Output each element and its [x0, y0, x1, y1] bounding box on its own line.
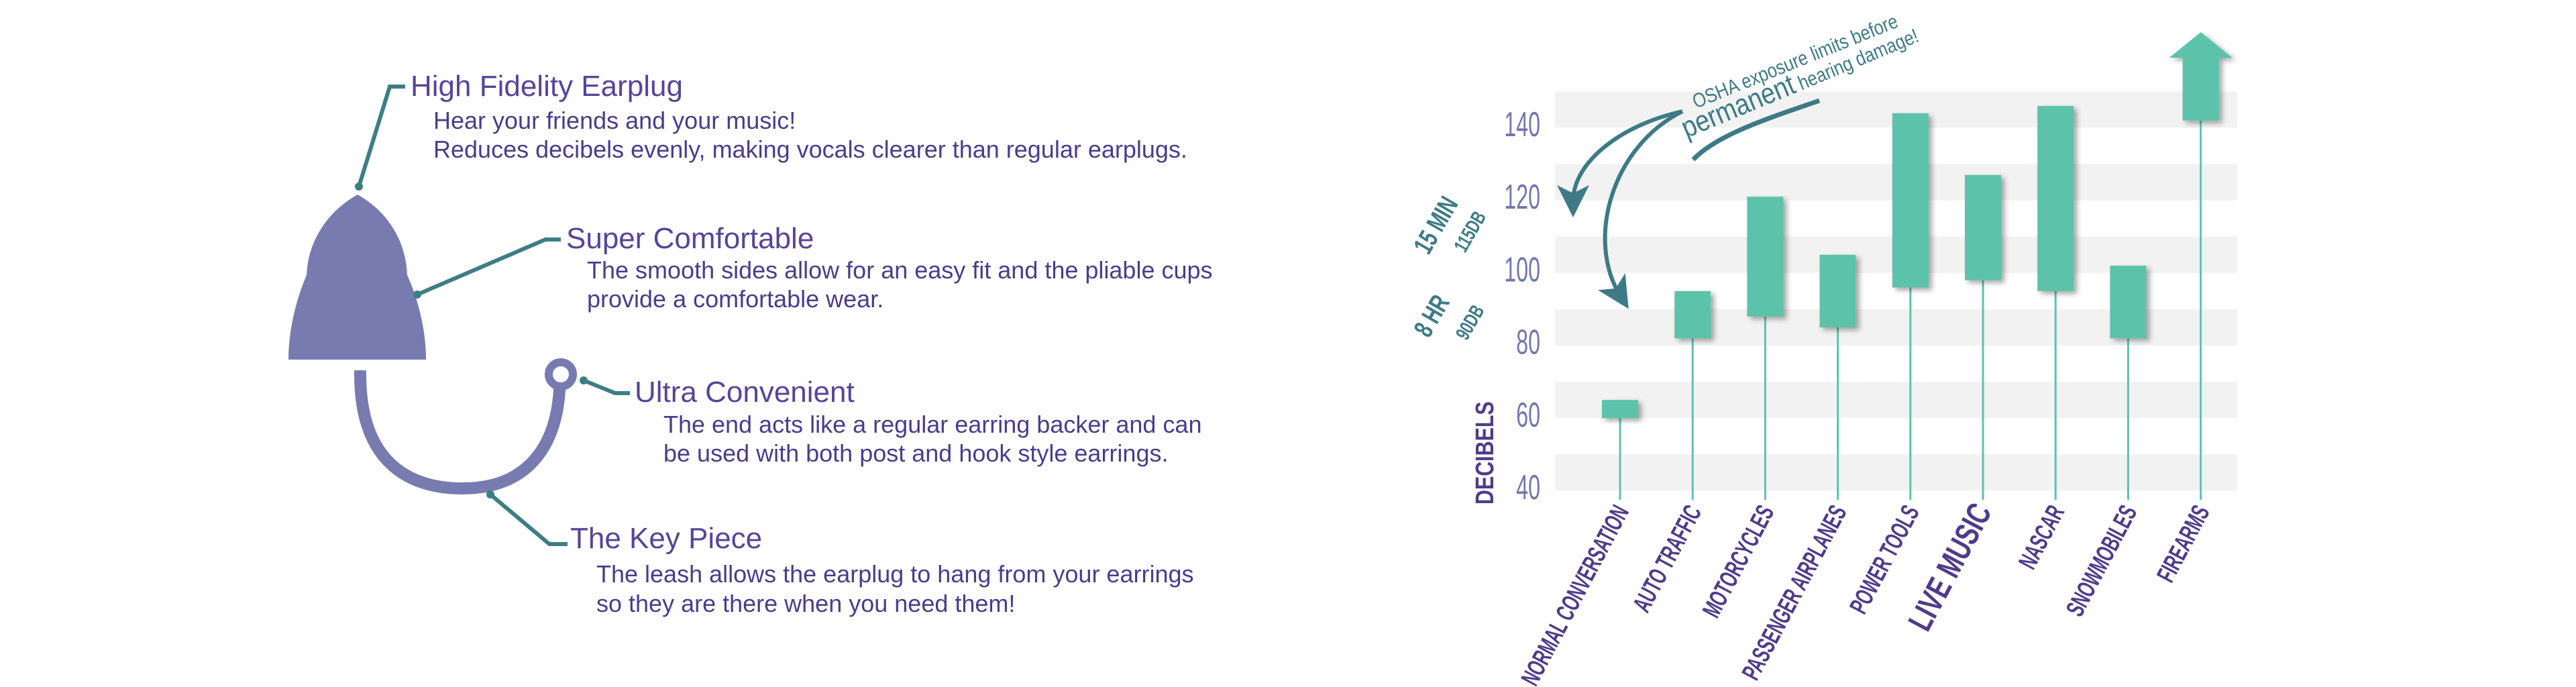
earplug-leash	[354, 370, 566, 495]
feature-desc-convenient: The end acts like a regular earring back…	[663, 410, 1201, 468]
y-tick-label: 40	[1516, 468, 1540, 507]
feature-desc-high-fidelity: Hear your friends and your music! Reduce…	[433, 106, 1187, 164]
feature-title-comfortable: Super Comfortable	[566, 222, 814, 255]
category-label: MOTORCYCLES	[1697, 500, 1780, 623]
callout-dot	[355, 182, 363, 191]
exposure-time-label: 8 HR	[1409, 290, 1456, 341]
y-tick-label: 60	[1516, 396, 1540, 435]
category-label: NORMAL CONVERSATION	[1515, 500, 1635, 687]
y-tick-label: 100	[1504, 251, 1540, 290]
desc-line: The smooth sides allow for an easy fit a…	[587, 256, 1213, 284]
callout-lines	[357, 85, 630, 546]
y-tick-label: 120	[1504, 178, 1540, 217]
category-label: SNOWMOBILES	[2060, 500, 2143, 621]
desc-line: be used with both post and hook style ea…	[663, 439, 1169, 467]
category-label: FIREARMS	[2151, 500, 2215, 587]
annotation-underline	[1691, 98, 1821, 162]
desc-line: Reduces decibels evenly, making vocals c…	[433, 136, 1187, 163]
range-bar	[1674, 290, 1711, 339]
desc-line: Hear your friends and your music!	[433, 107, 796, 134]
y-tick-label: 80	[1516, 323, 1540, 362]
callout-dot	[413, 290, 421, 299]
desc-line: The end acts like a regular earring back…	[663, 411, 1202, 438]
desc-line: The leash allows the earplug to hang fro…	[596, 560, 1194, 588]
range-bar	[2110, 265, 2147, 339]
range-bar	[1965, 174, 2001, 280]
earplug-top-dome	[307, 195, 407, 278]
category-label: AUTO TRAFFIC	[1627, 500, 1707, 617]
category-label: NASCAR	[2012, 500, 2070, 574]
firearms-arrow-bar	[2169, 32, 2233, 121]
y-axis-label: DECIBELS	[1471, 401, 1499, 505]
exposure-db-label: 90DB	[1452, 302, 1489, 344]
feature-desc-comfortable: The smooth sides allow for an easy fit a…	[587, 256, 1213, 313]
range-bar	[1892, 113, 1929, 288]
feature-title-high-fidelity: High Fidelity Earplug	[411, 70, 683, 103]
range-bar	[1602, 400, 1638, 419]
feature-title-convenient: Ultra Convenient	[635, 376, 855, 409]
callout-dot	[580, 376, 588, 384]
callout-dot	[486, 490, 494, 498]
feature-desc-key-piece: The leash allows the earplug to hang fro…	[596, 560, 1194, 619]
grid-band	[1555, 382, 2237, 419]
earplug-bell	[288, 275, 426, 360]
arrow-to-115	[1557, 109, 1683, 217]
range-bar	[2037, 105, 2074, 291]
feature-title-key-piece: The Key Piece	[570, 522, 763, 555]
arrow-to-90	[1597, 109, 1684, 309]
grid-band	[1555, 454, 2237, 491]
exposure-time-label: 15 MIN	[1408, 192, 1464, 259]
leash-ring	[545, 358, 577, 390]
desc-line: so they are there when you need them!	[596, 590, 1016, 617]
y-tick-label: 140	[1504, 105, 1540, 144]
range-bar	[1819, 254, 1856, 327]
desc-line: provide a comfortable wear.	[587, 285, 884, 313]
